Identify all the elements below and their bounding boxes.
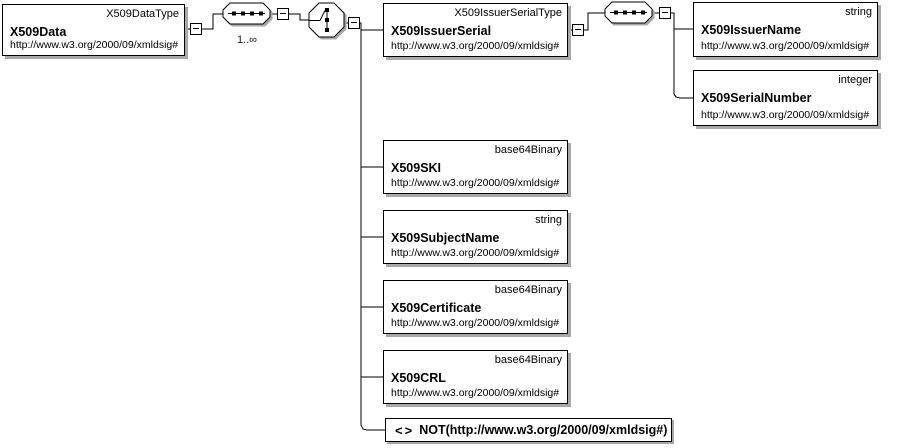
element-name: X509SKI [391,161,442,175]
namespace-label: http://www.w3.org/2000/09/xmldsig# [391,40,560,52]
namespace-label: http://www.w3.org/2000/09/xmldsig# [701,40,870,52]
element-name: X509Certificate [391,301,482,315]
sequence-icon[interactable] [604,1,654,25]
wildcard-not-box[interactable]: <> NOT(http://www.w3.org/2000/09/xmldsig… [385,418,672,442]
collapse-button[interactable] [348,17,360,29]
type-label: integer [838,74,872,86]
namespace-label: http://www.w3.org/2000/09/xmldsig# [391,247,560,259]
namespace-label: http://www.w3.org/2000/09/xmldsig# [391,317,560,329]
angle-brackets-icon: <> [395,422,415,438]
element-name: X509SubjectName [391,231,500,245]
element-box-x509certificate[interactable]: base64Binary X509Certificate http://www.… [383,280,568,334]
element-box-x509crl[interactable]: base64Binary X509CRL http://www.w3.org/2… [383,350,568,404]
element-box-x509ski[interactable]: base64Binary X509SKI http://www.w3.org/2… [383,140,568,194]
type-label: base64Binary [494,284,562,296]
element-name: X509Data [10,25,67,39]
element-box-x509data[interactable]: X509DataType X509Data http://www.w3.org/… [2,4,185,56]
type-label: X509DataType [106,8,179,20]
namespace-label: http://www.w3.org/2000/09/xmldsig# [391,387,560,399]
namespace-label: http://www.w3.org/2000/09/xmldsig# [391,177,560,189]
type-label: string [535,214,562,226]
cardinality-label: 1..∞ [236,34,258,46]
element-box-x509serialnumber[interactable]: integer X509SerialNumber http://www.w3.o… [693,70,878,126]
type-label: X509IssuerSerialType [454,7,562,19]
namespace-label: http://www.w3.org/2000/09/xmldsig# [701,109,870,121]
collapse-button[interactable] [659,7,671,19]
type-label: string [845,6,872,18]
namespace-label: http://www.w3.org/2000/09/xmldsig# [10,39,179,51]
element-box-x509issuerserial[interactable]: X509IssuerSerialType X509IssuerSerial ht… [383,3,568,57]
element-name: X509IssuerName [701,23,802,37]
sequence-icon[interactable] [222,2,272,26]
element-box-x509issuername[interactable]: string X509IssuerName http://www.w3.org/… [693,2,878,57]
collapse-button[interactable] [277,8,289,20]
wildcard-label: NOT(http://www.w3.org/2000/09/xmldsig#) [419,423,668,437]
collapse-button[interactable] [572,24,584,36]
type-label: base64Binary [494,354,562,366]
collapse-button[interactable] [190,23,202,35]
element-name: X509SerialNumber [701,91,812,105]
type-label: base64Binary [494,144,562,156]
element-box-x509subjectname[interactable]: string X509SubjectName http://www.w3.org… [383,210,568,264]
element-name: X509CRL [391,371,446,385]
element-name: X509IssuerSerial [391,24,492,38]
choice-icon[interactable] [308,2,348,42]
